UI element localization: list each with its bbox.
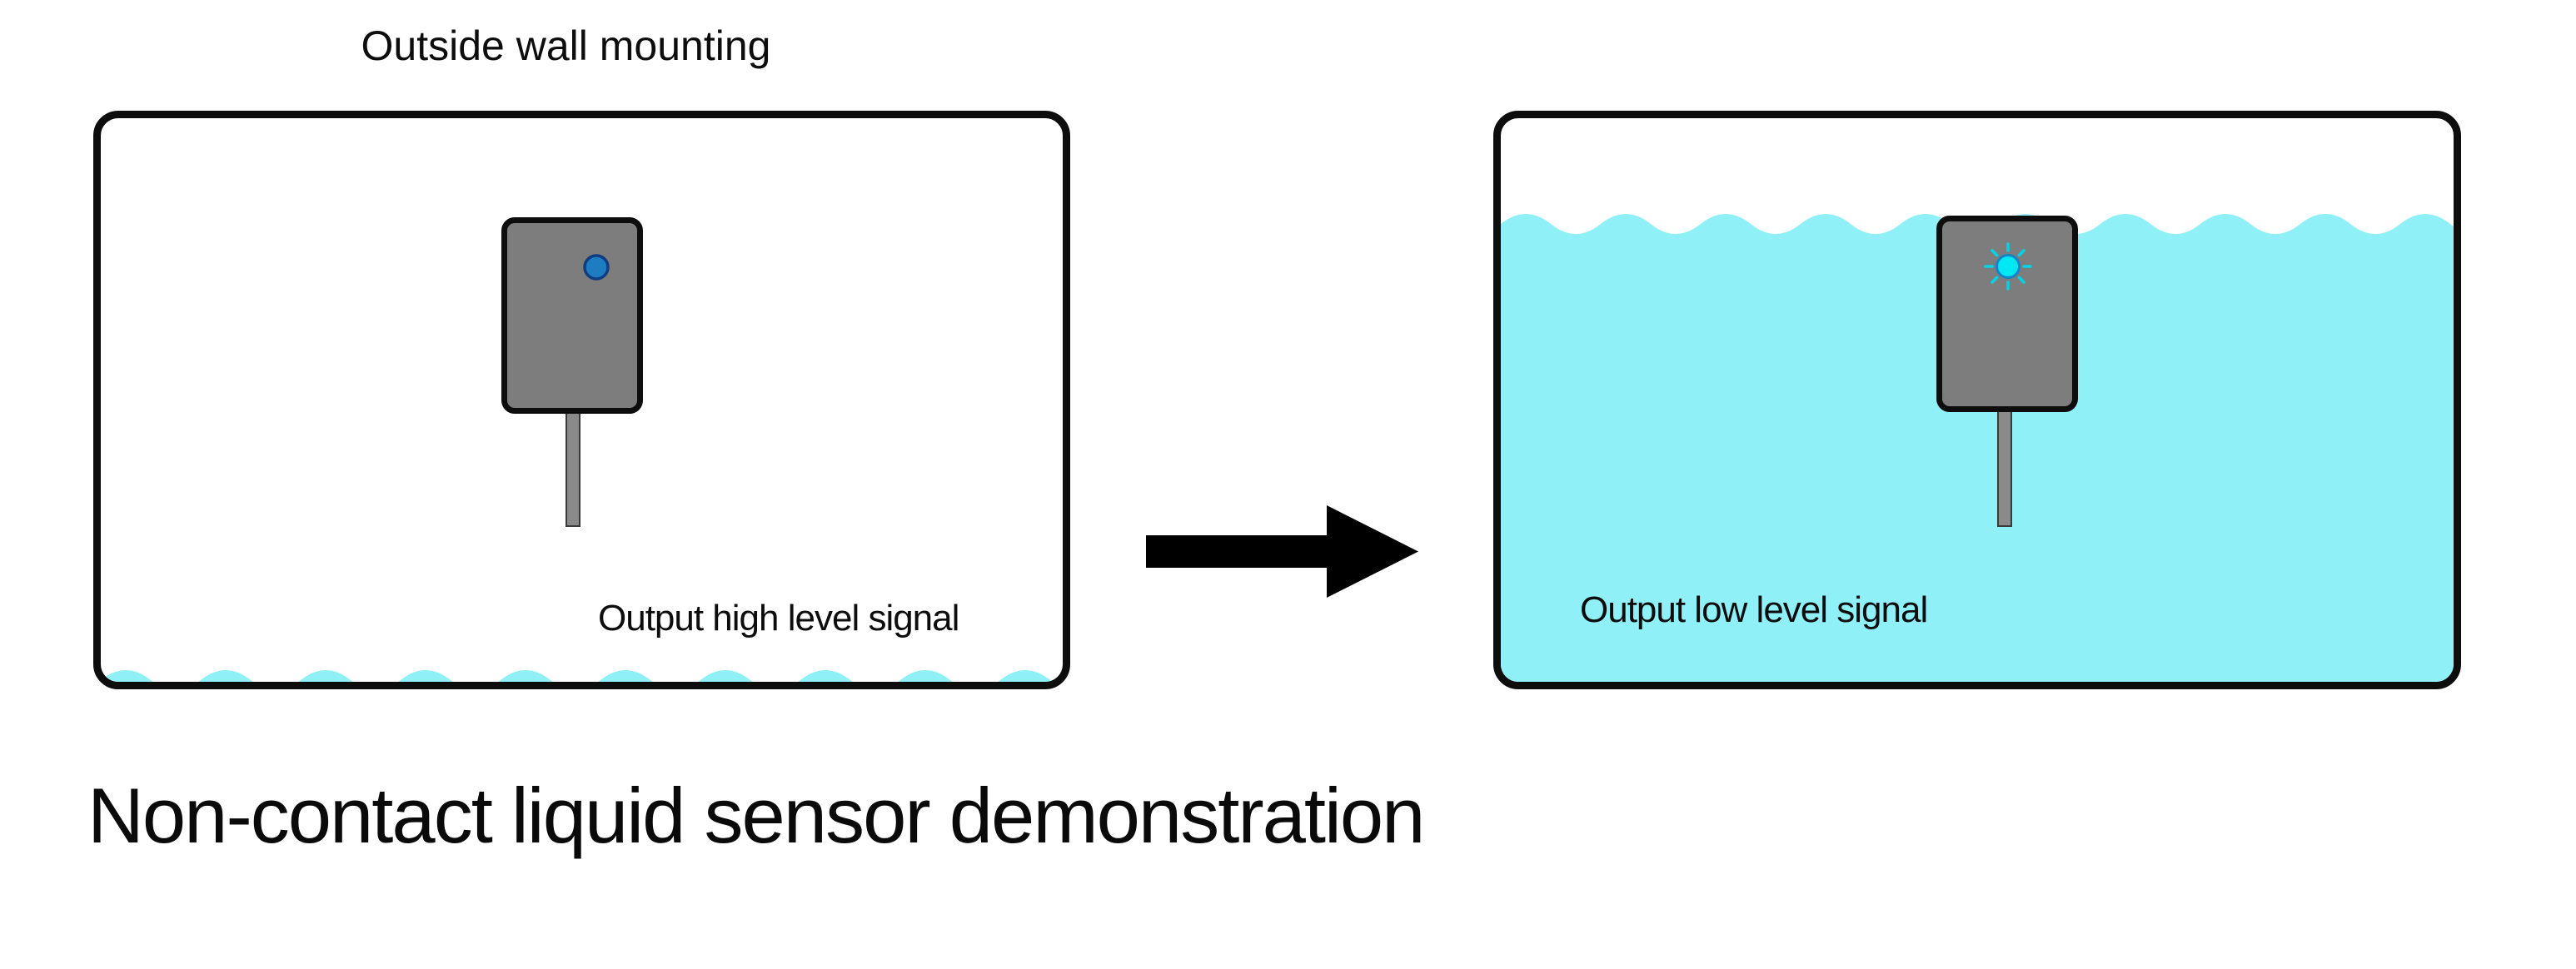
led-dot (1996, 254, 2020, 279)
led-glow-rays (1984, 242, 2032, 291)
liquid-sensor (501, 217, 643, 414)
led-indicator-glowing-icon (1984, 242, 2032, 291)
water-fill (1501, 214, 2454, 682)
water-wave-shape (101, 670, 1063, 682)
tank-panel-high-level: Output low level signal (1493, 111, 2461, 689)
led-dot (583, 254, 610, 281)
output-signal-label: Output low level signal (1580, 589, 1928, 630)
left-panel-label: Outside wall mounting (361, 22, 771, 69)
sensor-probe-stem (1997, 412, 2012, 527)
sensor-probe-stem (566, 414, 580, 527)
water-fill (101, 670, 1063, 682)
right-arrow-icon (1146, 505, 1418, 598)
diagram-caption: Non-contact liquid sensor demonstration (87, 772, 1425, 859)
liquid-sensor (1936, 216, 2078, 412)
water-wave-shape (1501, 214, 2454, 682)
led-indicator-off-icon (583, 254, 610, 281)
arrow-shape (1146, 505, 1418, 598)
tank-panel-low-level: Output high level signal (93, 111, 1070, 689)
output-signal-label: Output high level signal (598, 598, 959, 639)
